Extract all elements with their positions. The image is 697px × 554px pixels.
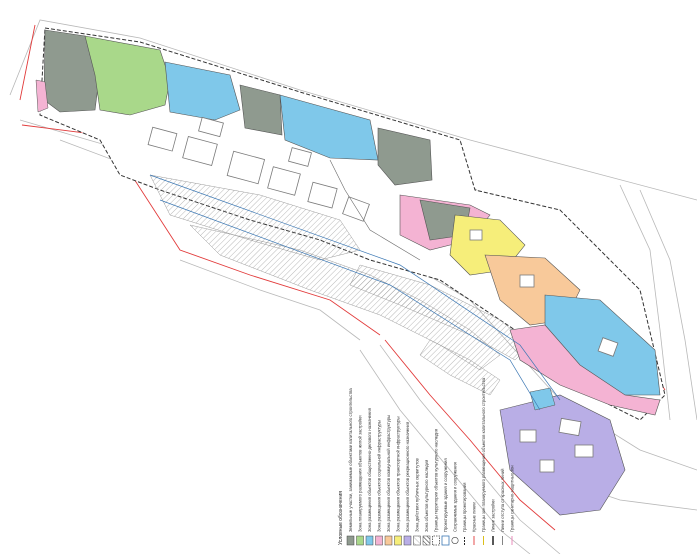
legend-label: Земельные участки, занимаемые объектами … [348,388,353,532]
legend-item: Зона размещения объектов коммунальной ин… [384,415,393,546]
legend-label: Границы территории объектов культурного … [434,429,439,532]
legend-swatch [375,535,383,546]
lilac-zone [499,394,626,516]
legend-label: Зона действия публичных сервитутов [415,457,420,532]
legend-swatch [356,535,364,546]
legend-item: Зона размещения объектов транспортной ин… [394,417,402,546]
legend-swatch [422,535,431,546]
legend-item: Зона размещения объектов общественно-дел… [365,408,374,546]
legend-items: Земельные участки, занимаемые объектами … [346,377,515,546]
legend-label: Зона размещения объектов общественно-дел… [367,408,372,532]
legend-item: Линии отступа от красных линий [500,468,505,545]
legend-item: Границы санитарно-защитных зон [510,465,515,545]
legend-label: Красные линии [472,502,477,532]
legend-item: Границы территории объектов культурного … [432,429,440,546]
legend-swatch [394,535,402,546]
legend-label: Зона размещения объектов коммунальной ин… [386,415,391,532]
legend-label: Границы зон планируемого размещения объе… [481,377,486,532]
hatched-areas [149,174,531,396]
legend-swatch [346,535,355,546]
legend-title: Условные обозначения [338,491,344,545]
legend-item: Красные линии [472,502,477,545]
legend-swatch [384,535,393,546]
legend-label: Зона размещения объектов рекреационного … [405,422,410,532]
pink-strip-west [35,79,49,113]
legend-item: Границы зон планируемого размещения объе… [481,377,486,545]
legend-label: Границы проектирования [462,483,467,532]
legend-item: Линии застройки [491,499,496,545]
legend-item: Зона объектов культурного наследия [422,460,431,546]
blue-zone-small [529,387,556,411]
legend-item: Земельные участки, занимаемые объектами … [346,388,355,546]
legend-label: Линии отступа от красных линий [500,468,505,532]
legend-swatch [403,535,412,546]
legend-item: Зона размещения объектов социальной инфр… [375,420,383,546]
gray-zone-3 [377,127,433,186]
legend-label: Зона объектов культурного наследия [424,460,429,532]
legend-swatch [441,535,450,546]
legend-item: Зона действия публичных сервитутов [413,457,421,546]
legend-label: Зона планируемого размещения объектов жи… [358,415,363,532]
green-zone [84,35,171,116]
blue-zone-2 [279,94,379,161]
legend-item: Сохраняемые здания и сооружения [451,462,459,545]
gray-zone-2 [239,84,283,136]
zone-fills [35,29,661,516]
legend-item: Границы проектирования [462,483,467,545]
legend-swatch [365,535,374,546]
legend-swatch [451,536,459,545]
legend-label: Зона размещения объектов транспортной ин… [396,417,401,532]
blue-zone-1 [164,61,241,121]
legend-item: Проектируемые здания и сооружения [441,458,450,546]
legend-label: Сохраняемые здания и сооружения [453,462,458,532]
legend-item: Зона размещения объектов рекреационного … [403,422,412,546]
legend-label: Границы санитарно-защитных зон [510,465,515,532]
legend: Условные обозначения Земельные участки, … [338,377,515,546]
legend-label: Линии застройки [491,499,496,532]
internal-drives [149,159,561,411]
legend-label: Зона размещения объектов социальной инфр… [377,420,382,532]
legend-swatch [413,535,421,546]
buildings [147,116,619,473]
legend-swatch [432,535,440,546]
legend-item: Зона планируемого размещения объектов жи… [356,415,364,546]
legend-label: Проектируемые здания и сооружения [443,458,448,532]
